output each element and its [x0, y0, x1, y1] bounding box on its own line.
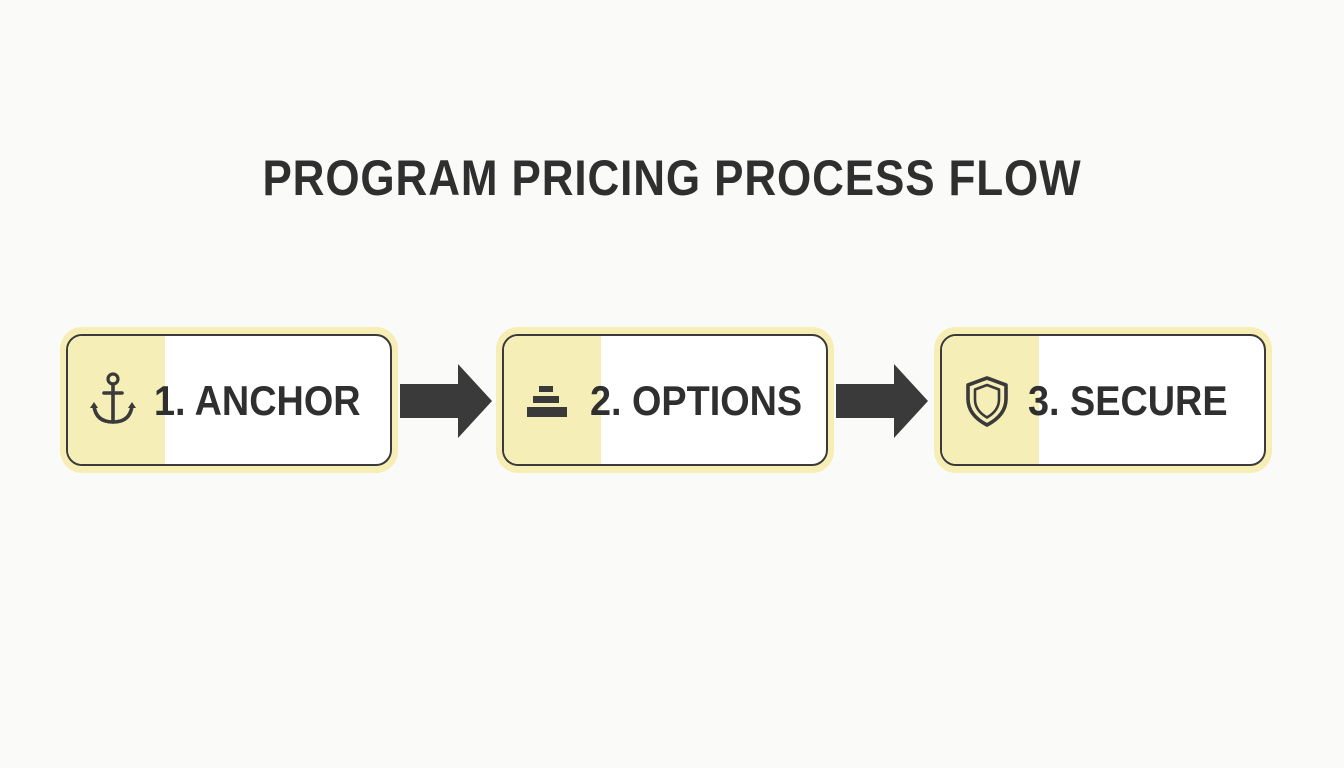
step-anchor: 1. ANCHOR — [60, 327, 398, 473]
step-options: 2. OPTIONS — [496, 327, 834, 473]
step-label: 1. ANCHOR — [154, 377, 361, 424]
arrow-right-icon — [400, 362, 494, 440]
step-card: 3. SECURE — [940, 334, 1266, 466]
page-title: PROGRAM PRICING PROCESS FLOW — [262, 150, 1082, 206]
shield-icon — [960, 370, 1014, 430]
step-card: 2. OPTIONS — [502, 334, 828, 466]
step-secure: 3. SECURE — [934, 327, 1272, 473]
step-highlight-band — [68, 336, 165, 464]
stacked-tiers-icon — [522, 370, 576, 430]
step-highlight-band — [942, 336, 1039, 464]
step-label: 3. SECURE — [1028, 377, 1228, 424]
anchor-icon — [86, 370, 140, 430]
step-card: 1. ANCHOR — [66, 334, 392, 466]
arrow-right-icon — [836, 362, 930, 440]
step-label: 2. OPTIONS — [590, 377, 803, 424]
